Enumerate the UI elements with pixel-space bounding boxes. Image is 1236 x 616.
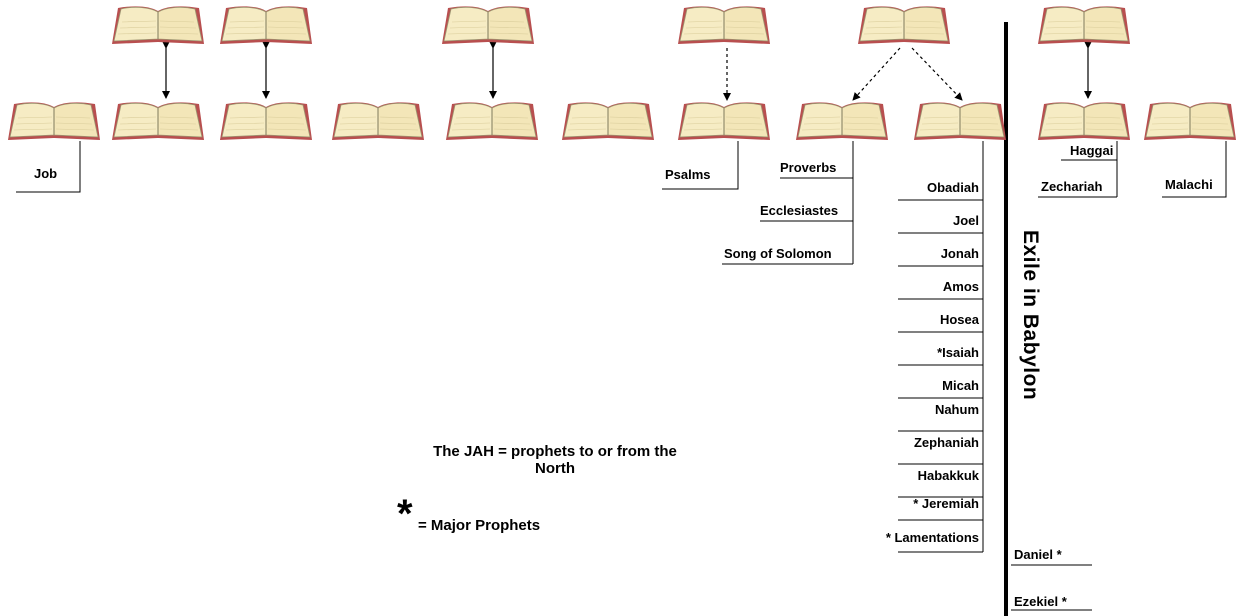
prophet-label: * Lamentations (885, 530, 979, 545)
open-book-icon (677, 5, 771, 45)
open-book-icon (219, 5, 313, 45)
open-book-icon (1037, 5, 1131, 45)
malachi-bracket (1162, 141, 1227, 198)
book-label-ezekiel: Ezekiel * (1014, 594, 1067, 609)
legend-jah-text-2: North (535, 460, 575, 477)
book-label-ecclesiastes: Ecclesiastes (760, 203, 839, 218)
legend-star-icon: * (397, 492, 413, 536)
open-book-icon (219, 101, 313, 141)
prophet-label: *Isaiah (937, 345, 979, 360)
open-book-icon (1143, 101, 1236, 141)
book-label-malachi: Malachi (1165, 177, 1213, 192)
open-book-icon (445, 101, 539, 141)
open-book-icon (795, 101, 889, 141)
legend-jah-text: The JAH = prophets to or from the (433, 443, 677, 460)
exile-in-babylon-title: Exile in Babylon (1019, 230, 1042, 401)
open-book-icon (913, 101, 1007, 141)
job-bracket (16, 141, 81, 193)
open-book-icon (331, 101, 425, 141)
wisdom-bracket (722, 141, 854, 265)
prophet-label: Zephaniah (913, 435, 979, 450)
prophets-bracket (898, 141, 984, 553)
open-book-icon (7, 101, 101, 141)
dashed-arrow-prophets (911, 47, 963, 101)
post-exile-bracket (1038, 141, 1118, 198)
open-book-icon (111, 101, 205, 141)
psalms-bracket (662, 141, 739, 190)
prophet-label: Hosea (939, 312, 979, 327)
book-label-psalms: Psalms (665, 167, 711, 182)
book-label-song-of-solomon: Song of Solomon (724, 246, 832, 261)
open-book-icon (441, 5, 535, 45)
dashed-arrow-proverbs (852, 47, 901, 101)
legend-major-prophets: = Major Prophets (418, 517, 541, 534)
prophet-label: Joel (952, 213, 979, 228)
open-book-icon (561, 101, 655, 141)
prophet-label: Obadiah (926, 180, 979, 195)
prophet-label: Micah (942, 378, 979, 393)
book-label-zechariah: Zechariah (1041, 179, 1103, 194)
open-book-icon (111, 5, 205, 45)
open-book-icon (677, 101, 771, 141)
prophet-label: Amos (942, 279, 979, 294)
prophet-label: Nahum (934, 402, 979, 417)
open-book-icon (1037, 101, 1131, 141)
book-label-daniel: Daniel * (1014, 547, 1062, 562)
book-label-job: Job (34, 166, 58, 181)
open-book-icon (857, 5, 951, 45)
legend-jah-line: The JAH = prophets to or from the North (388, 443, 722, 477)
prophet-label: Jonah (940, 246, 979, 261)
book-label-proverbs: Proverbs (780, 160, 837, 175)
prophet-label: Habakkuk (917, 468, 979, 483)
prophet-label: * Jeremiah (913, 496, 979, 511)
book-label-haggai: Haggai (1070, 143, 1114, 158)
